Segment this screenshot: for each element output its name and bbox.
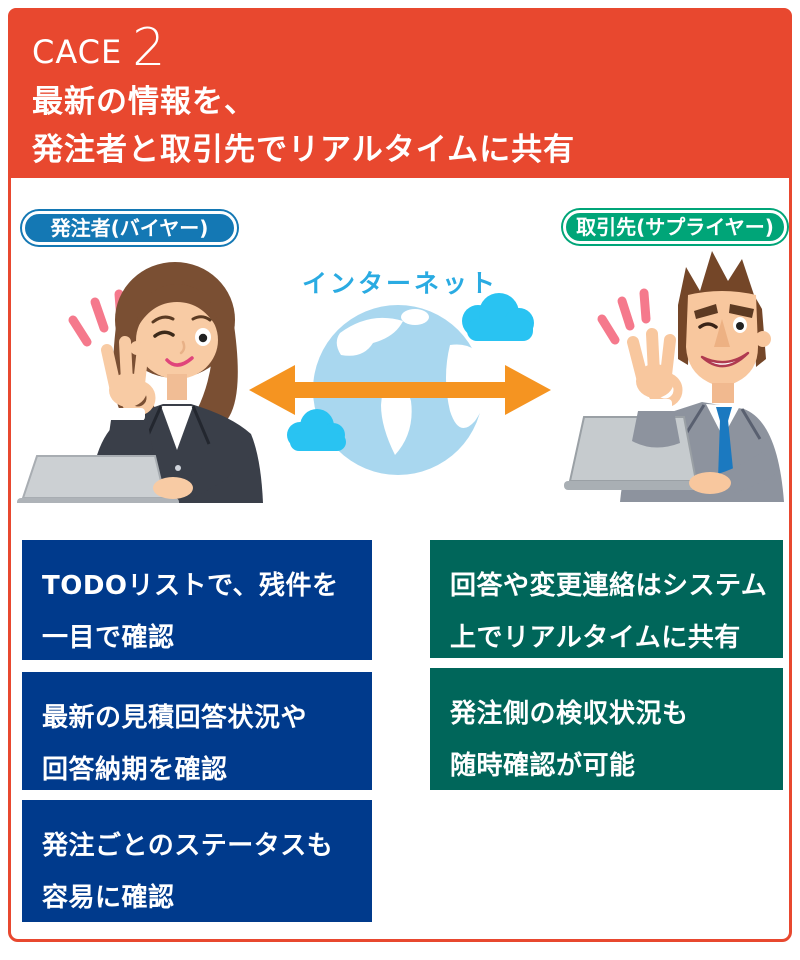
brand-label: CACE xyxy=(32,33,123,71)
buyer-point-box-2: 最新の見積回答状況や 回答納期を確認 xyxy=(22,672,372,790)
businessman-ok-sign-illustration xyxy=(562,247,792,502)
case-heading: CACE 2 xyxy=(32,22,768,74)
point-line: 回答や変更連絡はシステム xyxy=(450,571,768,601)
page-title-line2: 発注者と取引先でリアルタイムに共有 xyxy=(32,132,576,168)
buyer-point-box-3: 発注ごとのステータスも 容易に確認 xyxy=(22,800,372,922)
point-line: TODOリストで、残件を xyxy=(42,571,339,601)
emphasis-marks-icon xyxy=(597,288,651,345)
two-way-arrow-icon xyxy=(249,365,551,415)
point-line: 随時確認が可能 xyxy=(450,751,636,781)
supplier-role-badge: 取引先(サプライヤー) xyxy=(563,210,787,244)
header-banner: CACE 2 最新の情報を、 発注者と取引先でリアルタイムに共有 xyxy=(8,8,792,178)
necktie-icon xyxy=(716,407,734,479)
page-title-line1: 最新の情報を、 xyxy=(32,84,256,120)
point-line: 一目で確認 xyxy=(42,623,175,653)
globe-icon xyxy=(249,293,551,475)
supplier-point-box-2: 発注側の検収状況も 随時確認が可能 xyxy=(430,668,783,790)
laptop-icon xyxy=(17,455,179,507)
supplier-point-box-1: 回答や変更連絡はシステム 上でリアルタイムに共有 xyxy=(430,540,783,658)
point-line: 回答納期を確認 xyxy=(42,755,228,785)
internet-label: インターネット xyxy=(301,269,498,298)
ok-hand-icon xyxy=(101,336,156,455)
point-line: 発注ごとのステータスも xyxy=(42,831,334,861)
cloud-icon xyxy=(287,293,534,451)
ok-hand-icon xyxy=(627,328,683,448)
point-line: 最新の見積回答状況や xyxy=(42,703,308,733)
emphasis-marks-icon xyxy=(68,289,126,347)
point-line: 上でリアルタイムに共有 xyxy=(450,623,741,653)
network-graphic xyxy=(245,293,555,493)
case-number: 2 xyxy=(132,18,166,78)
point-line: 発注側の検収状況も xyxy=(450,699,689,729)
businesswoman-ok-sign-illustration xyxy=(15,258,265,507)
buyer-role-badge: 発注者(バイヤー) xyxy=(22,211,237,245)
buyer-point-box-1: TODOリストで、残件を 一目で確認 xyxy=(22,540,372,660)
point-line: 容易に確認 xyxy=(42,883,175,913)
